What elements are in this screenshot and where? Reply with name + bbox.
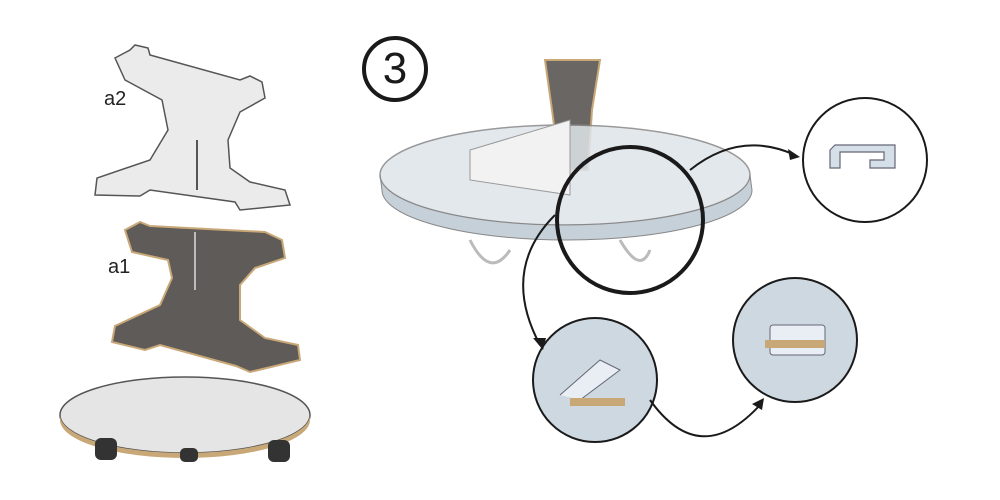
panel-a1 [110, 220, 302, 374]
clip-icon [829, 144, 896, 169]
clip-detail-circle [802, 97, 928, 223]
flow-arrows [522, 144, 796, 438]
label-a1: a1 [108, 256, 131, 278]
panel-a2 [94, 44, 292, 211]
step-number: 3 [362, 36, 428, 102]
detail-callout-circle [555, 145, 705, 295]
label-a2: a2 [104, 88, 127, 110]
caster-wheels [95, 438, 290, 462]
